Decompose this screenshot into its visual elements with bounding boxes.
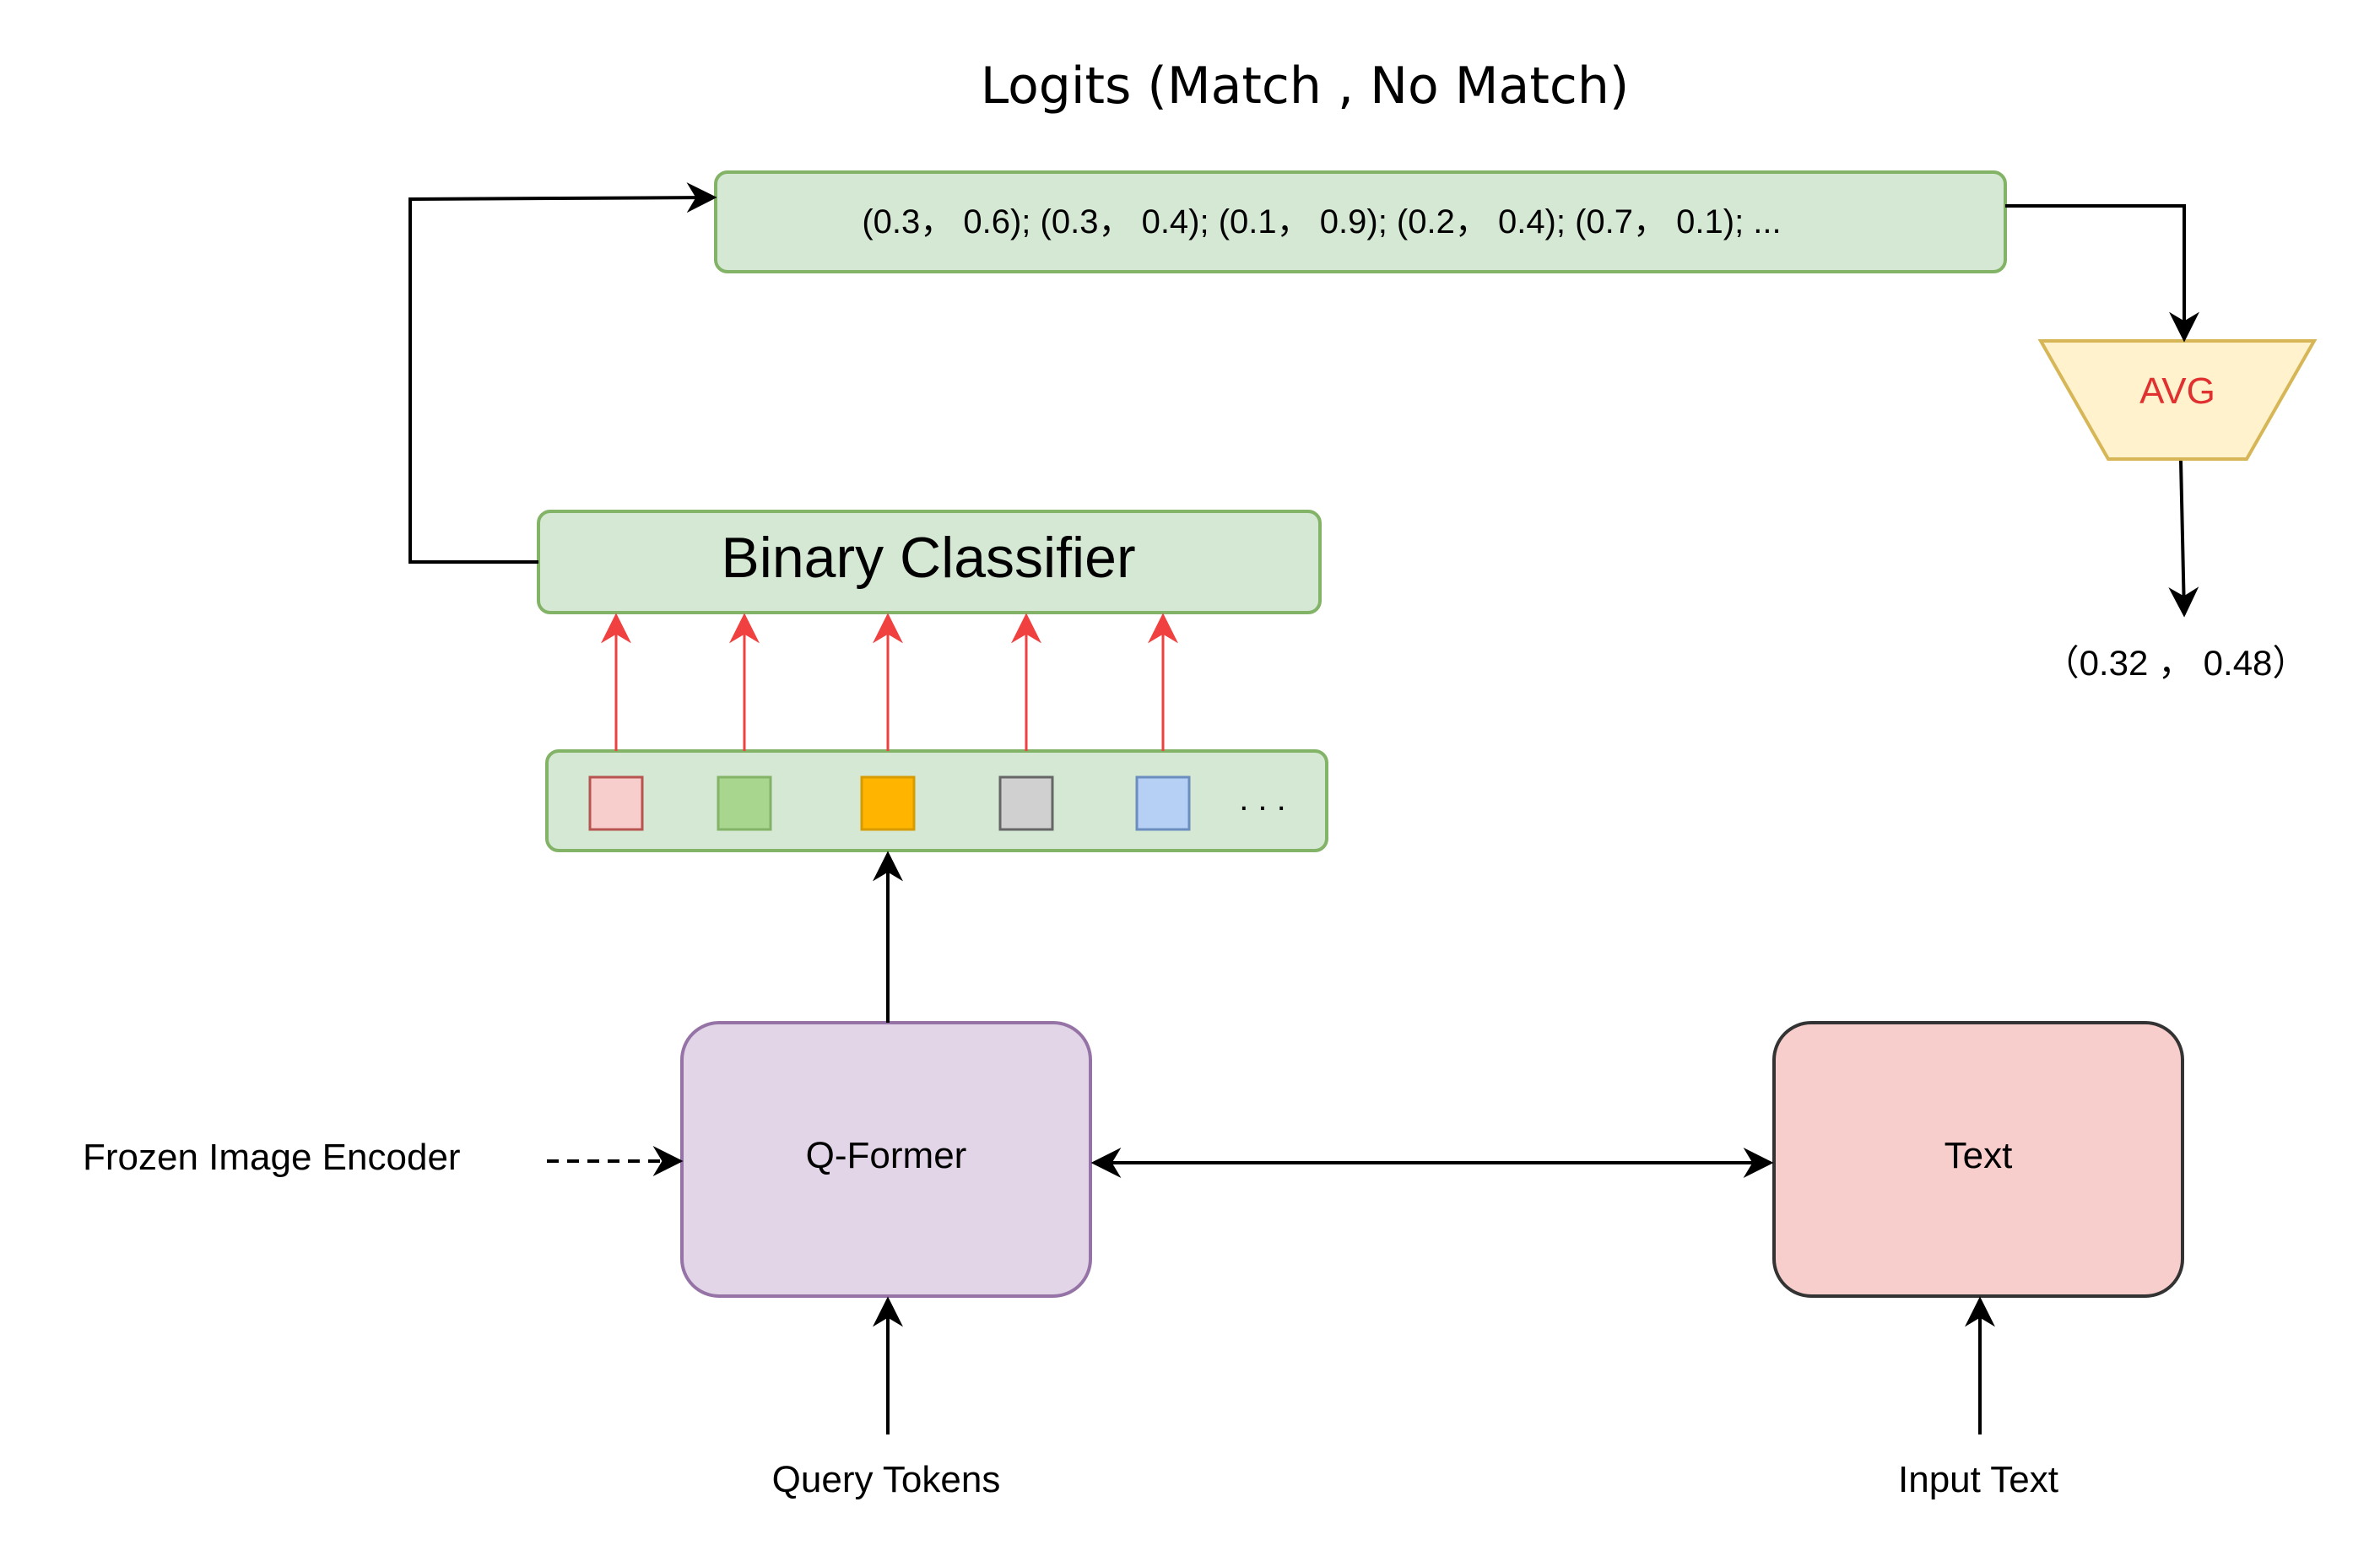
logits-to-avg-arrow bbox=[2005, 204, 2199, 343]
query-tokens-label: Query Tokens bbox=[772, 1459, 1001, 1500]
tokens-ellipsis: . . . bbox=[1239, 781, 1286, 818]
token-orange bbox=[860, 775, 916, 831]
text-box bbox=[1772, 1021, 2184, 1298]
frozen-image-encoder-label: Frozen Image Encoder bbox=[83, 1137, 461, 1178]
token-squares bbox=[588, 775, 1191, 831]
qformer-label: Q-Former bbox=[806, 1135, 967, 1176]
logits-values: (0.3， 0.6); (0.3， 0.4); (0.1， 0.9); (0.2… bbox=[862, 203, 1781, 240]
avg-to-output-arrow bbox=[2168, 460, 2199, 618]
avg-trapezoid bbox=[2037, 339, 2318, 461]
token-blue bbox=[1135, 775, 1191, 831]
binary-classifier-label: Binary Classifier bbox=[721, 526, 1135, 590]
text-box-label: Text bbox=[1945, 1135, 2013, 1176]
logits-box bbox=[714, 170, 2007, 273]
token-green bbox=[717, 775, 772, 831]
token-gray bbox=[998, 775, 1054, 831]
avg-output: （0.32 ， 0.48） bbox=[2044, 643, 2308, 683]
token-container bbox=[545, 749, 1328, 852]
classifier-to-logits-arrow bbox=[408, 182, 717, 564]
input-text-label: Input Text bbox=[1898, 1459, 2058, 1500]
diagram-title: Logits (Match , No Match) bbox=[981, 57, 1630, 116]
avg-label: AVG bbox=[2139, 370, 2215, 412]
token-red bbox=[588, 775, 644, 831]
token-to-classifier-arrows bbox=[601, 613, 1178, 751]
